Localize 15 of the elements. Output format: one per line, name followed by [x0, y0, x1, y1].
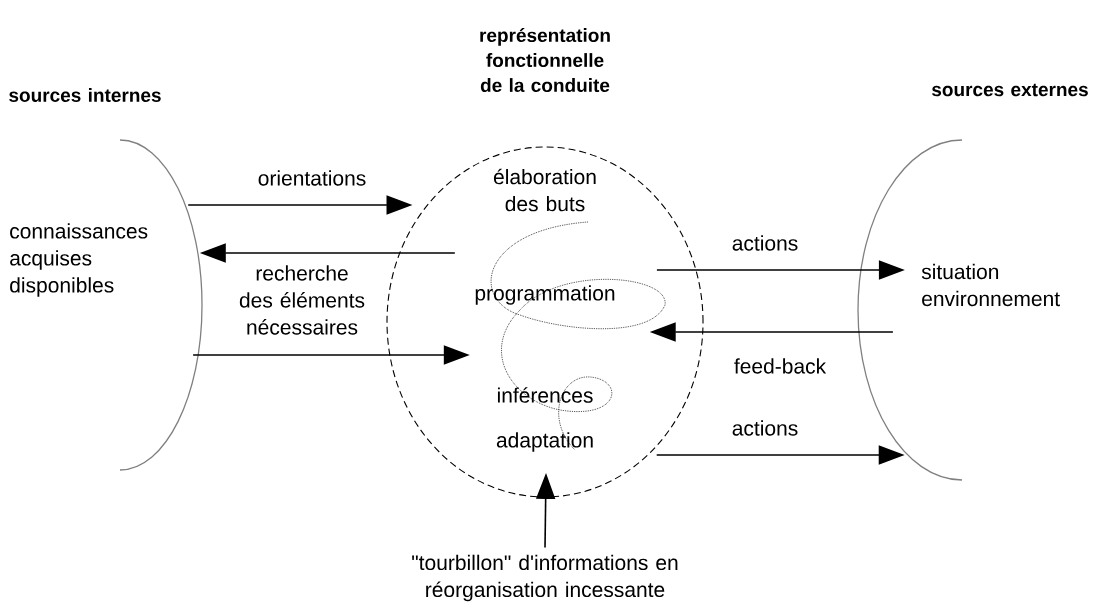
edge-label: orientations — [258, 170, 366, 186]
node-text: inférences — [498, 387, 593, 403]
node-text: adaptation — [496, 432, 593, 452]
edge-label: recherche des éléments nécessaires — [239, 265, 365, 335]
node-text: programmation — [475, 285, 615, 305]
node-text: connaissances acquises disponibles — [10, 223, 148, 297]
node-text: élaboration des buts — [493, 168, 596, 212]
edge-label: actions — [732, 235, 798, 251]
node-text: situation environnement — [921, 263, 1060, 307]
heading: sources internes — [9, 88, 161, 102]
node-text: "tourbillon" d'informations en réorganisation incessante — [412, 554, 678, 602]
edge-label: actions — [732, 420, 798, 436]
heading: représentation fonctionnelle de la conduite — [480, 27, 610, 93]
edge-label: feed-back — [734, 358, 827, 374]
heading: sources externes — [932, 83, 1088, 97]
